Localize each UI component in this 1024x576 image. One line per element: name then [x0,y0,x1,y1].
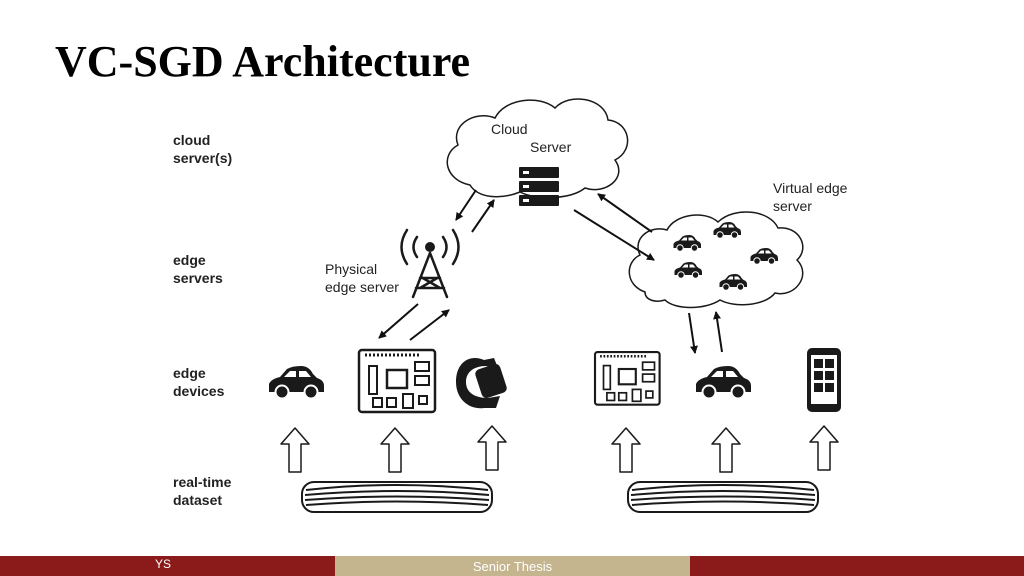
virtual-server-label: server [773,198,812,214]
server-label: Server [530,139,572,155]
arrow-board-to-tower [409,309,450,341]
physical-label: Physical [325,261,377,277]
up-arrow-icon [711,427,741,473]
car-icon [268,365,325,400]
radio-tower-icon [400,228,460,299]
arrow-tower-to-board [378,303,419,339]
up-arrow-icon [380,427,410,473]
up-arrow-icon [477,425,507,471]
up-arrow-icon [809,425,839,471]
dataset-disk-icon [627,481,819,513]
smartphone-icon [807,348,841,412]
circuit-board-icon [357,348,437,414]
circuit-board-icon [593,350,661,406]
up-arrow-icon [611,427,641,473]
arrow-cloud-to-tower [455,189,477,221]
row-label-real-time-dataset: real-time dataset [173,474,232,508]
row-label-edge-devices: edge devices [173,365,225,399]
virtual-edge-label: Virtual edge [773,180,848,196]
car-icon [695,365,752,400]
slide-title: VC-SGD Architecture [55,37,471,86]
arrow-tower-to-cloud [471,199,495,233]
footer-center-band: Senior Thesis [335,556,690,576]
row-label-edge-servers: edge servers [173,252,223,286]
arrow-car-to-virtual [713,311,723,353]
arrow-virtual-to-car [688,312,698,354]
edge-server-label: edge server [325,279,399,295]
footer-title: Senior Thesis [472,559,553,574]
footer-bar: YS Senior Thesis [0,556,1024,576]
dataset-disk-icon [301,481,493,513]
smartwatch-icon [456,358,507,409]
server-rack-icon [519,167,559,206]
cloud-label: Cloud [491,121,528,137]
architecture-diagram: Cloud Server Virtual edge server Physica… [268,98,848,513]
footer-left-band: YS [0,556,335,576]
arrow-virtual-to-cloud [597,193,653,233]
footer-right-band [690,556,1024,576]
virtual-edge-server-cloud [628,211,804,309]
up-arrow-icon [280,427,310,473]
row-label-cloud-servers: cloud server(s) [173,132,233,166]
arrow-cloud-to-virtual [573,209,655,261]
footer-author: YS [155,557,172,571]
